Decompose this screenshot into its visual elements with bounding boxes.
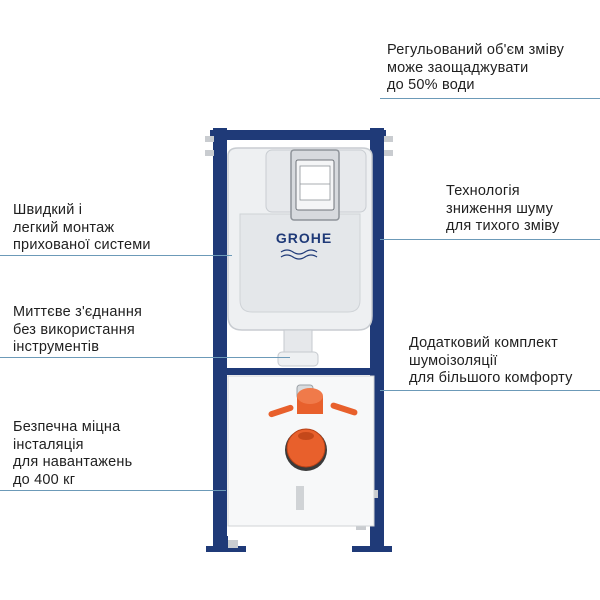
feature-line: до 400 кг [13, 471, 76, 488]
feature-line: для навантажень [13, 454, 133, 470]
feature-line: Швидкий і [13, 202, 83, 218]
feature-line: легкий монтаж [13, 219, 115, 236]
feature-line: до 50% води [387, 77, 475, 93]
feature-flush-volume: Регульований об'єм зміву може заощаджува… [387, 42, 564, 95]
feature-line: Регульований об'єм зміву [387, 42, 565, 58]
leader-line-noise-reduction [380, 239, 600, 240]
feature-line: шумоізоляції [409, 352, 498, 369]
frame-left-upright [213, 128, 227, 540]
feature-line: інсталяція [13, 436, 84, 453]
leader-line-instant-connection [0, 357, 290, 358]
feature-line: Додатковий комплект [409, 335, 558, 351]
frame-left-foot [206, 536, 246, 552]
frame-mid-bar [220, 368, 380, 375]
feature-line: зниження шуму [446, 200, 554, 217]
feature-line: прихованої системи [13, 237, 151, 253]
feature-instant-connection: Миттєве з'єднання без використання інстр… [13, 304, 142, 357]
feature-line: для більшого комфорту [409, 370, 573, 386]
drain-cap [287, 429, 325, 467]
feature-quick-install: Швидкий і легкий монтаж прихованої систе… [13, 202, 151, 255]
frame-right-foot [352, 536, 392, 552]
frame-top-bar [210, 130, 386, 140]
feature-line: Миттєве з'єднання [13, 304, 143, 320]
feature-noise-reduction: Технологія зниження шуму для тихого змів… [446, 183, 559, 236]
leader-line-flush-volume [380, 98, 600, 99]
feature-line: для тихого зміву [446, 218, 560, 234]
leader-line-soundproofing [380, 390, 600, 391]
feature-line: без використання [13, 321, 135, 338]
grohe-logo: GROHE [275, 230, 333, 246]
feature-line: інструментів [13, 339, 100, 355]
feature-load-capacity: Безпечна міцна інсталяція для навантажен… [13, 419, 132, 489]
feature-line: Технологія [446, 183, 520, 199]
feature-line: Безпечна міцна [13, 419, 121, 435]
leader-line-load-capacity [0, 490, 226, 491]
feature-soundproofing: Додатковий комплект шумоізоляції для біл… [409, 335, 573, 388]
feature-line: може заощаджувати [387, 59, 529, 76]
leader-line-quick-install [0, 255, 232, 256]
